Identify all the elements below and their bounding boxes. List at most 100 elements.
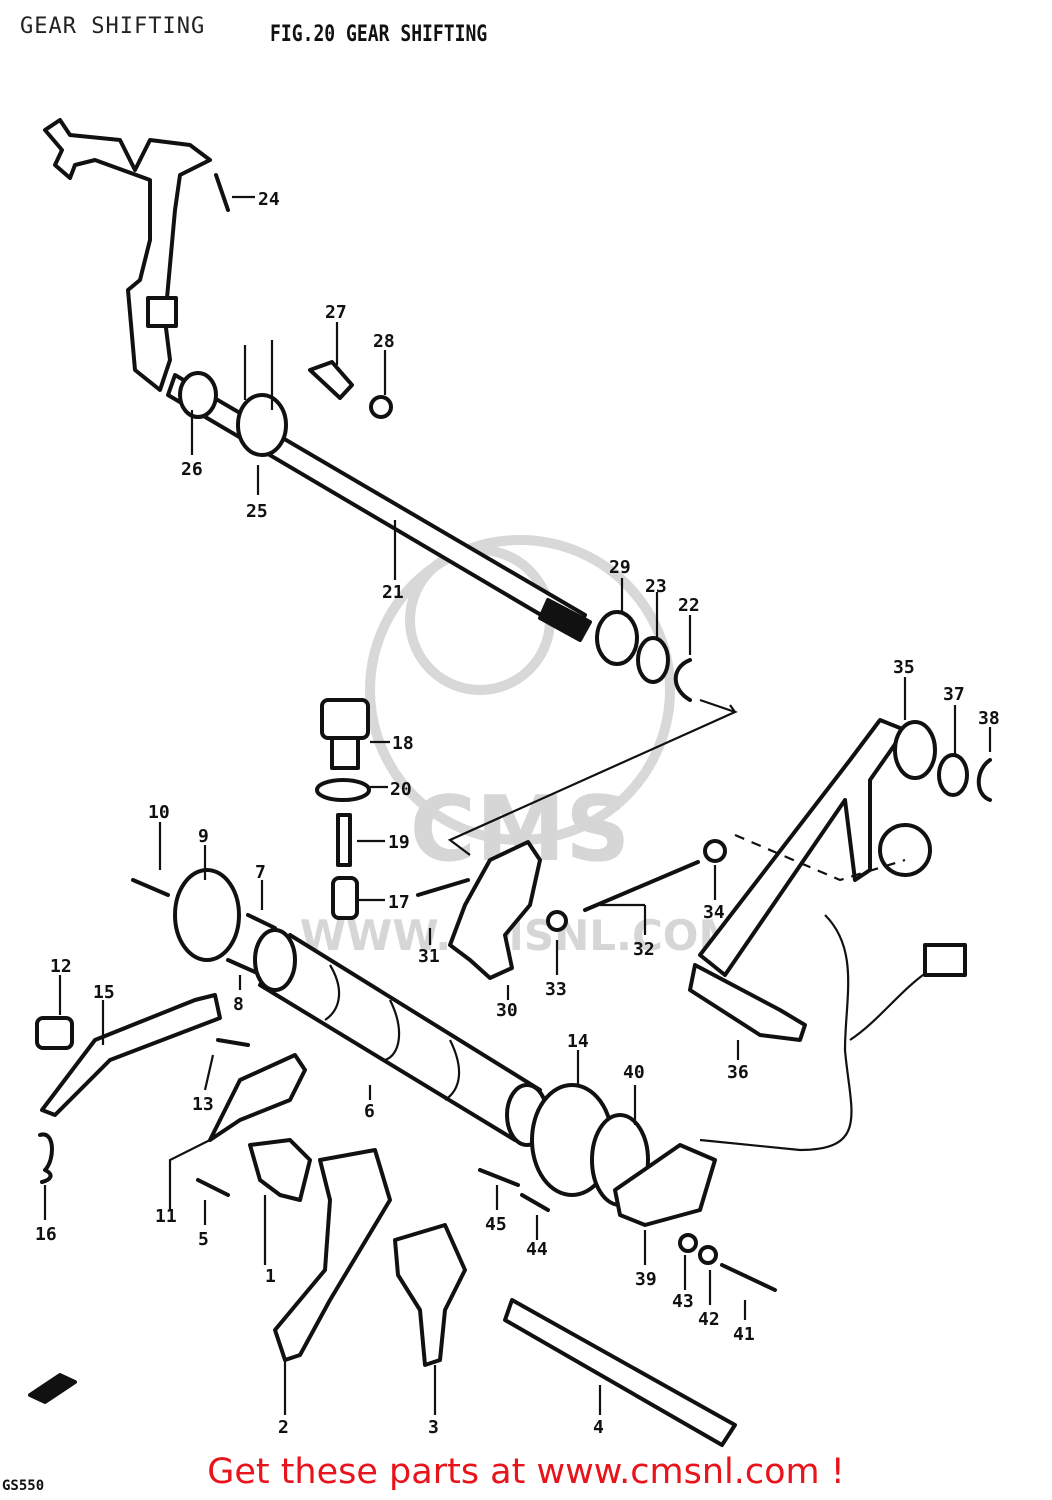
callout-25: 25 — [246, 501, 268, 522]
part-oil-seal-39 — [613, 1143, 717, 1227]
part-washer-23 — [636, 636, 670, 684]
label-leaders — [43, 195, 992, 1415]
part-circlip-22 — [673, 658, 692, 702]
callout-1: 1 — [265, 1266, 276, 1287]
callout-18: 18 — [392, 733, 414, 754]
wire-harness-branch — [849, 969, 931, 1041]
callout-6: 6 — [364, 1101, 375, 1122]
part-bolt-27 — [308, 360, 354, 400]
callout-29: 29 — [609, 557, 631, 578]
part-plug-18-thread — [330, 736, 360, 770]
callout-26: 26 — [181, 459, 203, 480]
callout-13: 13 — [192, 1094, 214, 1115]
front-arrow-icon — [28, 1373, 77, 1404]
callout-43: 43 — [672, 1291, 694, 1312]
callout-40: 40 — [623, 1062, 645, 1083]
callout-8: 8 — [233, 994, 244, 1015]
callout-41: 41 — [733, 1324, 755, 1345]
part-plate-11 — [208, 1053, 307, 1142]
part-bolt-31 — [416, 878, 470, 897]
callout-11: 11 — [155, 1206, 177, 1227]
part-cam-stopper-plate-9 — [173, 868, 241, 962]
callout-24: 24 — [258, 189, 280, 210]
callout-33: 33 — [545, 979, 567, 1000]
part-fork-shaft-4 — [503, 1298, 737, 1447]
leader-shaft — [729, 704, 736, 713]
callout-45: 45 — [485, 1214, 507, 1235]
callout-3: 3 — [428, 1417, 439, 1438]
part-pin-7 — [246, 913, 277, 930]
part-fork-3 — [393, 1223, 467, 1367]
callout-35: 35 — [893, 657, 915, 678]
callout-34: 34 — [703, 902, 725, 923]
part-gasket-20 — [315, 778, 371, 802]
part-washer-43 — [678, 1233, 698, 1253]
part-clip-38 — [976, 758, 992, 802]
part-washer-42 — [698, 1245, 718, 1265]
callout-7: 7 — [255, 862, 266, 883]
callout-5: 5 — [198, 1229, 209, 1250]
callout-36: 36 — [727, 1062, 749, 1083]
callout-2: 2 — [278, 1417, 289, 1438]
callout-20: 20 — [390, 779, 412, 800]
part-washer-28 — [369, 395, 393, 419]
part-rubber-36 — [688, 963, 807, 1042]
part-shift-pedal-35 — [698, 718, 937, 977]
callout-15: 15 — [93, 982, 115, 1003]
wire-harness — [699, 914, 853, 1152]
part-bushing-29 — [595, 610, 639, 666]
callout-4: 4 — [593, 1417, 604, 1438]
callout-17: 17 — [388, 892, 410, 913]
callout-22: 22 — [678, 595, 700, 616]
callout-labels: 1 2 3 4 5 6 7 8 9 10 11 12 13 14 15 16 1… — [35, 189, 1000, 1438]
part-bolt-41 — [720, 1263, 777, 1292]
part-spring-16 — [38, 1132, 54, 1184]
part-spring-clip — [214, 173, 230, 212]
part-nut-34 — [703, 839, 727, 863]
part-cam-driver-30 — [448, 840, 542, 980]
part-plug-18 — [320, 698, 370, 740]
leader-34-35 — [734, 833, 906, 882]
callout-12: 12 — [50, 956, 72, 977]
part-connector — [923, 943, 967, 977]
callout-23: 23 — [645, 576, 667, 597]
part-spring-45 — [478, 1168, 520, 1187]
callout-42: 42 — [698, 1309, 720, 1330]
callout-38: 38 — [978, 708, 1000, 729]
part-fork-2 — [273, 1148, 392, 1362]
part-bolt-10 — [131, 878, 170, 897]
callout-30: 30 — [496, 1000, 518, 1021]
callout-32: 32 — [633, 939, 655, 960]
leader-22-30 — [447, 698, 738, 856]
model-code: GS550 — [2, 1478, 45, 1494]
callout-9: 9 — [198, 826, 209, 847]
figure-title: FIG.20 GEAR SHIFTING — [270, 22, 488, 47]
part-fork-1 — [248, 1138, 312, 1202]
part-pin-8 — [226, 958, 257, 974]
part-spring-19 — [336, 813, 352, 867]
part-pin-44 — [520, 1193, 550, 1212]
callout-16: 16 — [35, 1224, 57, 1245]
callout-39: 39 — [635, 1269, 657, 1290]
callout-27: 27 — [325, 302, 347, 323]
part-screw-13 — [216, 1038, 250, 1047]
part-pin-17 — [331, 876, 359, 920]
callout-31: 31 — [418, 946, 440, 967]
callout-44: 44 — [526, 1239, 548, 1260]
part-shift-arm — [43, 118, 212, 392]
part-shift-shaft — [166, 340, 592, 642]
part-washer-37 — [937, 753, 969, 797]
page-title: GEAR SHIFTING — [20, 14, 206, 39]
part-nut-33 — [546, 910, 568, 932]
callout-37: 37 — [943, 684, 965, 705]
part-stopper-arm-15 — [40, 993, 222, 1117]
part-bolt-12 — [35, 1016, 74, 1050]
callout-10: 10 — [148, 802, 170, 823]
callout-21: 21 — [382, 582, 404, 603]
callout-28: 28 — [373, 331, 395, 352]
callout-19: 19 — [388, 832, 410, 853]
parts-banner-link[interactable]: Get these parts at www.cmsnl.com ! — [207, 1452, 845, 1492]
callout-14: 14 — [567, 1031, 589, 1052]
part-stud-32 — [583, 860, 700, 912]
